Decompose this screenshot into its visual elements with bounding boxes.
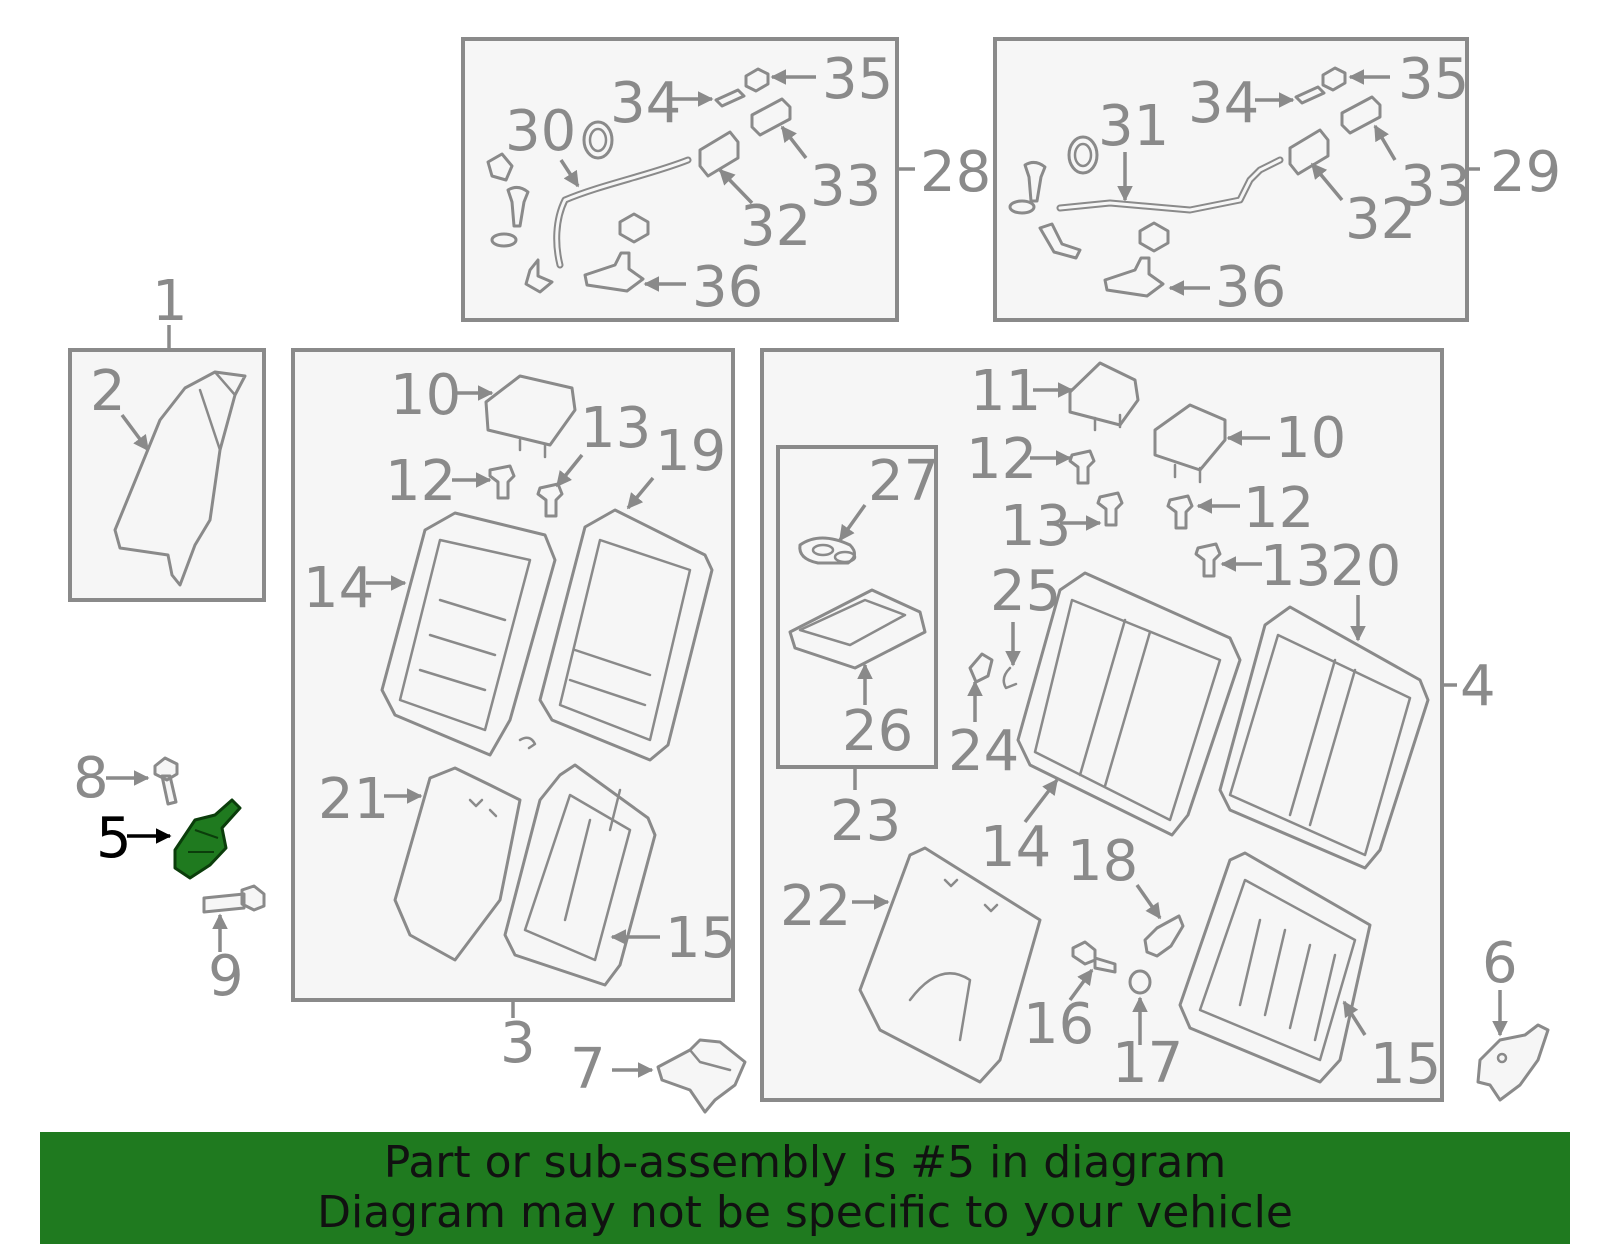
- callout-35b: 35: [1398, 47, 1469, 112]
- part-5-hinge-highlighted: [173, 798, 242, 880]
- callout-19: 19: [655, 419, 726, 484]
- callout-22: 22: [780, 874, 851, 939]
- callout-6: 6: [1482, 931, 1518, 996]
- callout-15b: 15: [1370, 1032, 1441, 1097]
- callout-34a: 34: [610, 71, 681, 136]
- box-23: [776, 445, 938, 790]
- notice-banner-bg: [40, 1132, 1570, 1244]
- box-1: [68, 325, 266, 602]
- callout-35a: 35: [822, 47, 893, 112]
- part-18-bracket: [1143, 914, 1185, 958]
- callout-33a: 33: [810, 154, 881, 219]
- callout-34b: 34: [1188, 71, 1259, 136]
- box-28: [461, 37, 915, 322]
- part-32: [698, 130, 740, 178]
- part-21-panel: [393, 766, 522, 962]
- part-6-bracket: [1476, 1023, 1550, 1102]
- box-29: [993, 37, 1480, 322]
- part-35: [744, 67, 770, 93]
- callout-36a: 36: [692, 255, 763, 320]
- part-34: [714, 88, 746, 108]
- callout-2: 2: [90, 359, 126, 424]
- callout-11: 11: [970, 359, 1041, 424]
- callout-28: 28: [920, 140, 991, 205]
- callout-26: 26: [842, 699, 913, 764]
- callout-13a: 13: [580, 396, 651, 461]
- callout-32b: 32: [1345, 187, 1416, 252]
- callout-30: 30: [505, 99, 576, 164]
- callout-23: 23: [830, 789, 901, 854]
- part-20-rear-seatback: [1218, 605, 1430, 870]
- callout-25: 25: [990, 559, 1061, 624]
- bracket-small: [524, 258, 554, 294]
- part-12-guide: [488, 464, 516, 500]
- callout-3: 3: [500, 1011, 536, 1076]
- callout-10b: 10: [1275, 406, 1346, 471]
- callout-4: 4: [1460, 654, 1496, 719]
- callout-5: 5: [96, 806, 132, 871]
- notice-banner: Part or sub-assembly is #5 in diagram Di…: [40, 1132, 1570, 1244]
- callout-21: 21: [318, 767, 389, 832]
- nut: [618, 212, 650, 244]
- part-16-bolt: [1071, 940, 1117, 974]
- callout-1: 1: [152, 269, 188, 334]
- callout-17: 17: [1112, 1031, 1183, 1096]
- clip-small: [486, 152, 514, 182]
- part-9-bolt: [202, 884, 266, 914]
- callout-20: 20: [1330, 534, 1401, 599]
- callout-27: 27: [868, 449, 939, 514]
- part-8-bolt: [153, 756, 179, 806]
- part-10-headrest: [484, 374, 577, 447]
- part-13-guide: [536, 482, 564, 518]
- part-7-bracket: [656, 1038, 747, 1114]
- callout-33b: 33: [1400, 154, 1471, 219]
- part-36: [583, 251, 645, 293]
- callout-32a: 32: [740, 194, 811, 259]
- callout-36b: 36: [1215, 255, 1286, 320]
- grommet: [582, 120, 614, 160]
- callout-14a: 14: [303, 556, 374, 621]
- push-pin: [506, 185, 530, 228]
- banner-line-1: Part or sub-assembly is #5 in diagram: [383, 1137, 1227, 1188]
- box-3: [291, 348, 735, 1018]
- part-33: [750, 97, 792, 137]
- callout-16: 16: [1023, 992, 1094, 1057]
- loose-parts: [106, 756, 1550, 1114]
- callout-8: 8: [73, 746, 109, 811]
- callout-18: 18: [1067, 829, 1138, 894]
- callout-13c: 13: [1260, 534, 1331, 599]
- callout-7: 7: [570, 1037, 606, 1102]
- part-31-cable: [1056, 156, 1284, 214]
- callout-12b: 12: [966, 427, 1037, 492]
- callout-labels: 1 2 3 4 5 6 7 8 9 10 10 11 12 12 12 13 1…: [73, 47, 1561, 1102]
- callout-12c: 12: [1243, 476, 1314, 541]
- part-14-seatback: [380, 511, 557, 757]
- callout-14b: 14: [980, 815, 1051, 880]
- part-30-cable: [553, 156, 692, 269]
- part-24-clip: [968, 652, 994, 684]
- callout-31: 31: [1098, 94, 1169, 159]
- callout-24: 24: [948, 719, 1019, 784]
- callout-10a: 10: [390, 363, 461, 428]
- callout-29: 29: [1490, 140, 1561, 205]
- part-19-seatback: [538, 508, 714, 762]
- banner-line-2: Diagram may not be specific to your vehi…: [317, 1187, 1293, 1238]
- callout-9: 9: [208, 944, 244, 1009]
- callout-15a: 15: [665, 906, 736, 971]
- callout-13b: 13: [1000, 494, 1071, 559]
- part-17-nut: [1128, 969, 1152, 995]
- box-4: [760, 348, 1457, 1102]
- callout-12a: 12: [385, 449, 456, 514]
